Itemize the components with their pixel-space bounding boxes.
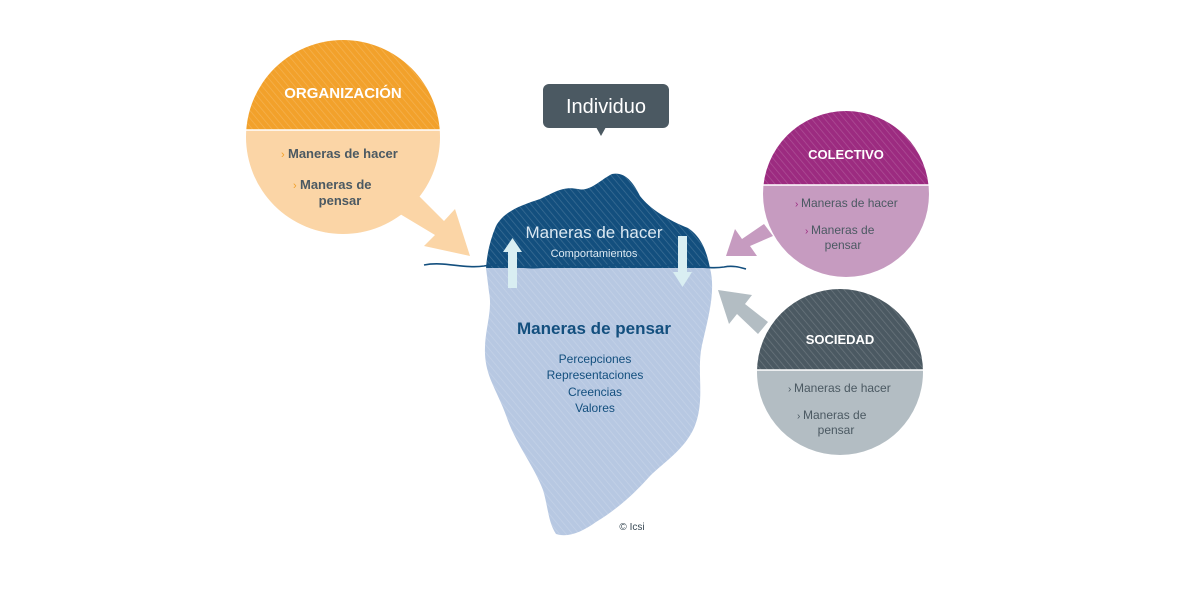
iceberg-item-creencias: Creencias (568, 385, 622, 399)
colectivo-circle: COLECTIVO › Maneras de hacer › Maneras d… (763, 111, 929, 277)
iceberg-item-representaciones: Representaciones (547, 368, 644, 382)
chevron-right-icon: › (795, 199, 798, 210)
chevron-right-icon: › (281, 149, 285, 161)
chevron-right-icon: › (805, 226, 808, 237)
organizacion-item-hacer: Maneras de hacer (288, 146, 398, 161)
organizacion-item-pensar-1: Maneras de (300, 177, 372, 192)
down-arrow-icon (673, 236, 692, 287)
colectivo-item-pensar-1: Maneras de (811, 223, 875, 237)
sociedad-circle: SOCIEDAD › Maneras de hacer › Maneras de… (757, 289, 923, 455)
organizacion-item-pensar-2: pensar (319, 193, 362, 208)
sociedad-item-hacer: Maneras de hacer (794, 381, 891, 395)
individual-callout: Individuo (543, 84, 669, 136)
organizacion-arrow (400, 195, 470, 256)
iceberg: Maneras de hacer Comportamientos Maneras… (423, 173, 747, 536)
colectivo-item-hacer: Maneras de hacer (801, 196, 898, 210)
colectivo-item-pensar-2: pensar (825, 238, 862, 252)
up-arrow-icon (503, 238, 522, 288)
sociedad-item-pensar-1: Maneras de (803, 408, 867, 422)
organizacion-title: ORGANIZACIÓN (284, 84, 402, 102)
chevron-right-icon: › (293, 180, 297, 192)
copyright: © Icsi (619, 522, 644, 533)
sociedad-title: SOCIEDAD (806, 332, 875, 347)
iceberg-item-valores: Valores (575, 401, 615, 415)
sociedad-item-pensar-2: pensar (818, 423, 855, 437)
water-line (423, 263, 747, 270)
chevron-right-icon: › (797, 411, 800, 422)
colectivo-arrow (726, 224, 773, 256)
iceberg-item-percepciones: Percepciones (559, 352, 632, 366)
iceberg-base-title: Maneras de pensar (517, 319, 671, 338)
sociedad-arrow (718, 290, 768, 334)
individual-label: Individuo (566, 96, 646, 118)
chevron-right-icon: › (788, 384, 791, 395)
colectivo-title: COLECTIVO (808, 147, 884, 162)
iceberg-tip-subtitle: Comportamientos (551, 248, 638, 260)
iceberg-tip-title: Maneras de hacer (525, 223, 662, 242)
